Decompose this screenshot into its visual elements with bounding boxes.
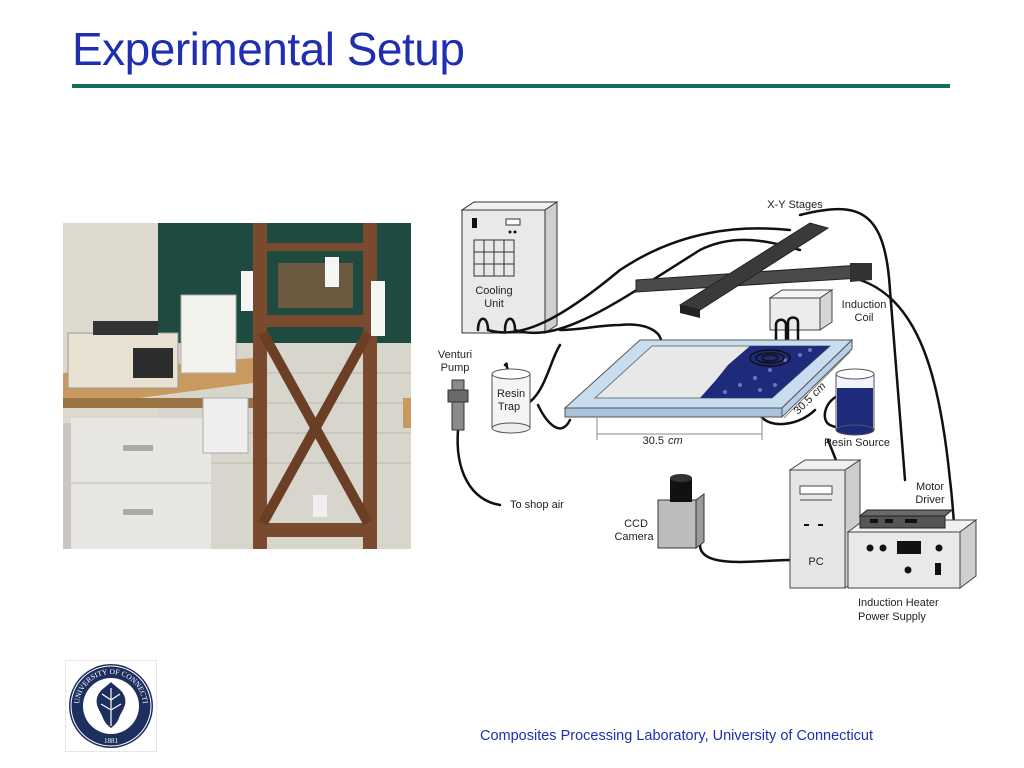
power-supply-label: Induction Heater [858, 597, 939, 609]
shop-air-label: To shop air [510, 499, 564, 511]
motor-driver-label-2: Driver [915, 494, 945, 506]
ccd-camera-label-2: Camera [614, 531, 654, 543]
venturi-pump: Venturi Pump To shop air [438, 349, 564, 511]
cooling-unit: Cooling Unit [460, 201, 559, 334]
resin-source-label: Resin Source [824, 437, 890, 449]
motor-driver-label: Motor [916, 481, 944, 493]
footer-text: Composites Processing Laboratory, Univer… [480, 728, 874, 744]
svg-text:1881: 1881 [104, 737, 119, 745]
slide-title: Experimental Setup [72, 23, 465, 75]
setup-schematic: Cooling Unit X-Y Stages [438, 199, 978, 623]
cooling-unit-label: Cooling [475, 285, 512, 297]
ccd-camera: CCD Camera [614, 474, 705, 549]
venturi-pump-label-2: Pump [441, 362, 470, 374]
title-underline [72, 84, 950, 88]
resin-trap: Resin Trap [491, 368, 531, 434]
power-supply: Induction Heater Power Supply [846, 519, 978, 623]
induction-coil-label-2: Coil [855, 312, 874, 324]
university-seal-logo: UNIVERSITY OF CONNECTICUT 1881 [65, 660, 157, 752]
resin-source: Resin Source [824, 368, 890, 449]
xy-stages-label: X-Y Stages [767, 199, 823, 211]
mold-plate [563, 338, 854, 419]
induction-coil-label: Induction [842, 299, 887, 311]
power-supply-label-2: Power Supply [858, 611, 926, 623]
width-dimension: 30.5 [643, 435, 664, 447]
motor-driver: Motor Driver [858, 481, 954, 529]
induction-coil: Induction Coil [768, 289, 887, 345]
resin-trap-label: Resin [497, 388, 525, 400]
resin-trap-label-2: Trap [498, 401, 520, 413]
xy-stages: X-Y Stages [635, 199, 872, 318]
ccd-camera-label: CCD [624, 518, 648, 530]
width-dimension-unit: cm [668, 435, 683, 447]
pc-label: PC [808, 556, 823, 568]
venturi-pump-label: Venturi [438, 349, 472, 361]
cooling-unit-label-2: Unit [484, 298, 504, 310]
lab-photo [63, 223, 411, 549]
